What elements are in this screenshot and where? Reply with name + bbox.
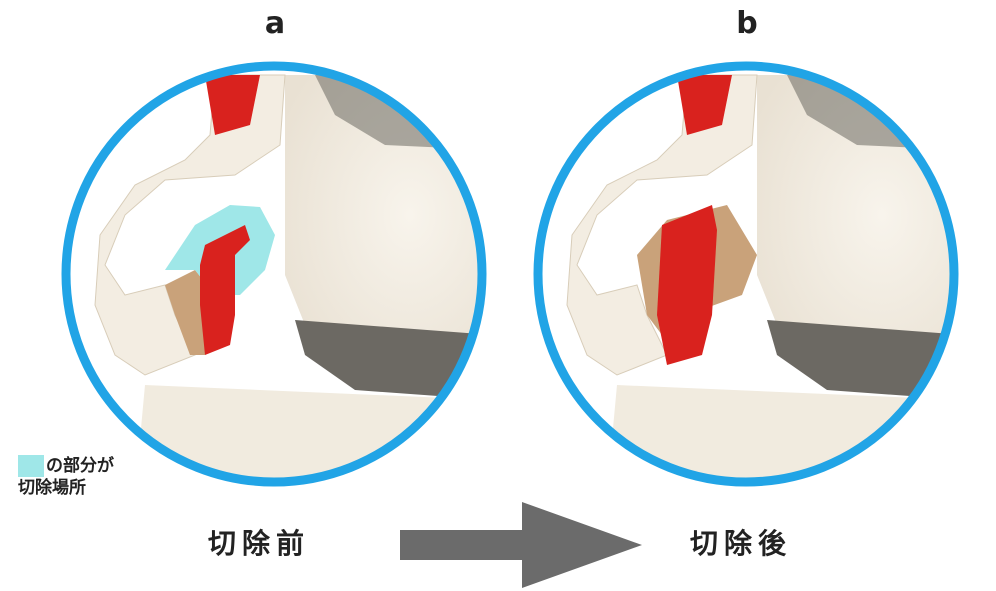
nerve-root bbox=[200, 225, 250, 355]
magnifier-ring bbox=[61, 61, 487, 487]
lower-disc bbox=[767, 320, 952, 400]
arrow-right-icon bbox=[400, 502, 642, 588]
after-excision-illustration bbox=[533, 61, 959, 487]
caption-before: 切除前 bbox=[208, 527, 311, 560]
legend-line-1: の部分が bbox=[46, 456, 114, 476]
magnifier-ring bbox=[533, 61, 959, 487]
legend: の部分が 切除場所 bbox=[18, 455, 114, 499]
nerve-root bbox=[657, 205, 717, 365]
panel-label-b: b bbox=[736, 6, 758, 41]
upper-nerve-root bbox=[677, 75, 732, 135]
panel-label-a: a bbox=[264, 6, 286, 41]
lower-disc bbox=[295, 320, 480, 400]
before-excision-illustration bbox=[61, 61, 487, 487]
upper-nerve-root bbox=[205, 75, 260, 135]
legend-swatch bbox=[18, 455, 44, 477]
legend-line-2: 切除場所 bbox=[18, 478, 86, 498]
caption-after: 切除後 bbox=[690, 527, 793, 560]
